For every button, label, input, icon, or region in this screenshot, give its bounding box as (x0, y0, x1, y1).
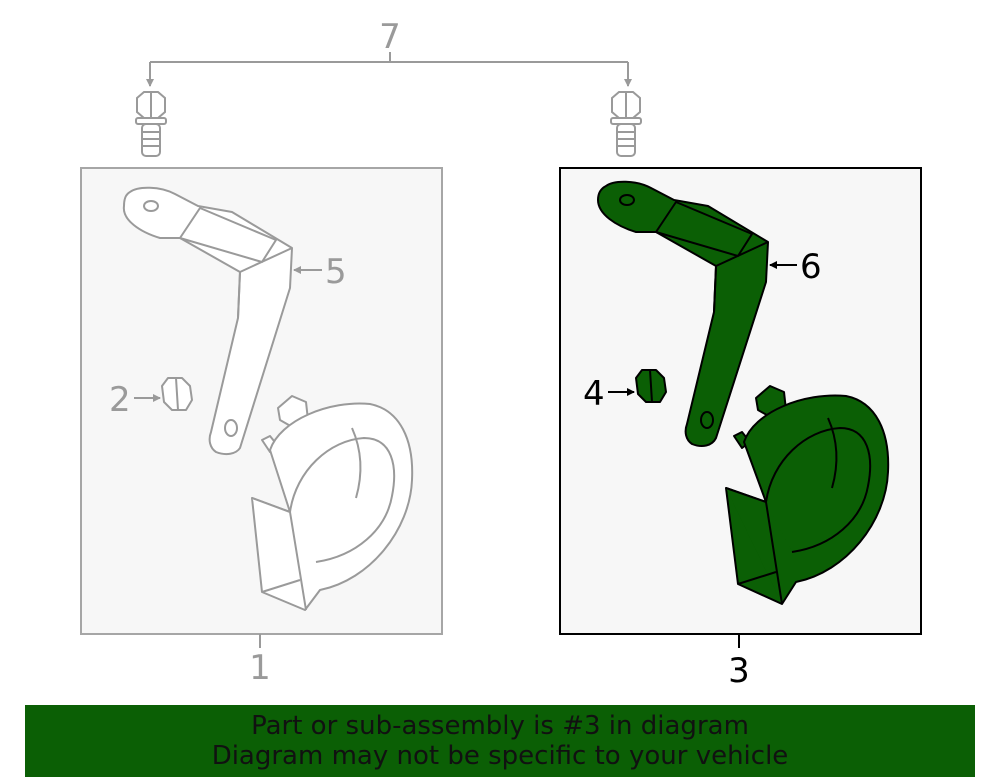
nut-part-4 (635, 369, 667, 403)
banner-line-2: Diagram may not be specific to your vehi… (211, 741, 789, 771)
horn-part-right (725, 385, 890, 605)
callout-3: 3 (728, 651, 750, 691)
horn-part-left (251, 395, 414, 611)
callout-7: 7 (379, 17, 401, 57)
bolt-icon-left (135, 91, 167, 157)
bolt-icon-right (610, 91, 642, 157)
callout-2: 2 (109, 380, 131, 420)
callout-6: 6 (800, 247, 822, 287)
callout-5: 5 (325, 252, 347, 292)
nut-part-2 (161, 377, 193, 411)
bolt-bracket-line-7 (146, 52, 632, 87)
bracket-part-5 (122, 186, 293, 456)
banner-line-1: Part or sub-assembly is #3 in diagram (251, 711, 749, 741)
callout-1: 1 (249, 648, 271, 688)
bracket-part-6 (597, 180, 769, 447)
callout-4: 4 (583, 374, 605, 414)
notice-banner: Part or sub-assembly is #3 in diagram Di… (25, 705, 975, 777)
